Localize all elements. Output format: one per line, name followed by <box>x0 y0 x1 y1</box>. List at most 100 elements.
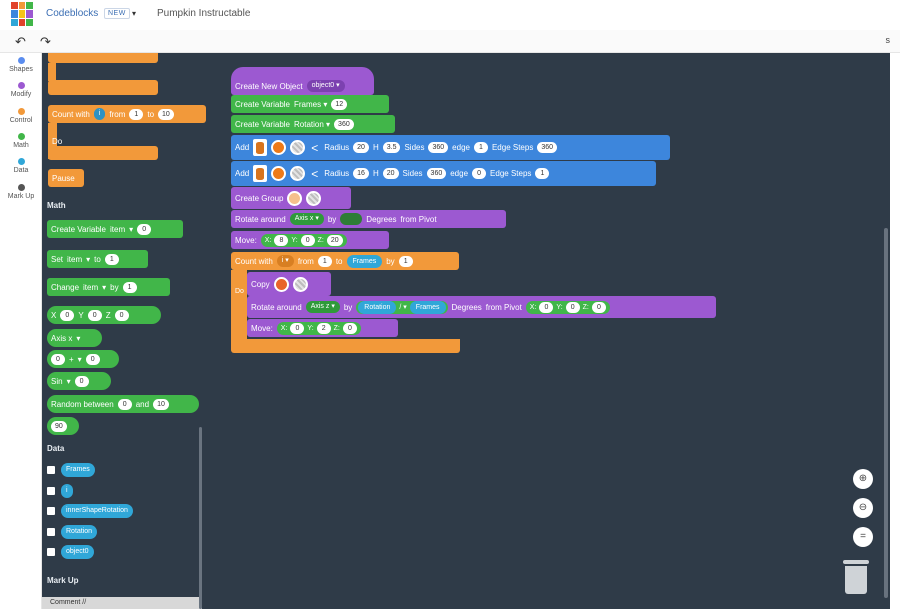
color-swatch[interactable] <box>273 276 289 292</box>
redo-icon[interactable]: ↷ <box>40 34 51 49</box>
number-input[interactable]: 0 <box>51 353 65 365</box>
category-math[interactable]: Math <box>0 133 42 149</box>
palette-set-block[interactable]: Set item▾ to 1 <box>47 250 148 268</box>
edge-steps-input[interactable]: 1 <box>535 168 550 179</box>
object-dropdown[interactable]: object0 ▾ <box>306 80 345 92</box>
color-swatch[interactable] <box>271 140 287 155</box>
var-dropdown[interactable]: Rotation ▾ <box>294 119 331 129</box>
number-input[interactable]: 8 <box>274 234 289 246</box>
sides-input[interactable]: 360 <box>428 142 449 153</box>
number-input[interactable]: 2 <box>316 322 331 334</box>
category-data[interactable]: Data <box>0 158 42 174</box>
number-input[interactable]: 0 <box>117 398 132 410</box>
number-input[interactable]: 10 <box>153 398 169 410</box>
radius-input[interactable]: 20 <box>353 142 369 153</box>
number-input[interactable]: 1 <box>122 281 137 293</box>
cylinder-shape-icon[interactable] <box>253 165 268 182</box>
zoom-out-icon[interactable]: ⊖ <box>853 498 873 518</box>
zoom-reset-icon[interactable]: = <box>853 527 873 547</box>
frames-variable-chip[interactable]: Frames <box>346 254 383 268</box>
copy-block[interactable]: Copy <box>247 272 331 296</box>
palette-sin-block[interactable]: Sin▾ 0 <box>47 372 111 390</box>
add-shape-block-2[interactable]: Add < Radius 16 H 20 Sides 360 edge 0 Ed… <box>231 161 656 186</box>
operator-dropdown[interactable]: + <box>69 354 74 364</box>
codeblocks-title[interactable]: Codeblocks <box>46 8 99 19</box>
data-checkbox[interactable] <box>47 528 55 536</box>
workspace-scrollbar[interactable] <box>884 228 888 598</box>
category-control[interactable]: Control <box>0 108 42 124</box>
sides-input[interactable]: 360 <box>426 168 447 179</box>
empty-value-slot[interactable] <box>340 213 363 225</box>
rotate-around-pivot-block[interactable]: Rotate around Axis z ▾ by Rotation / ▾ F… <box>247 296 716 318</box>
cylinder-shape-icon[interactable] <box>253 139 268 156</box>
number-input[interactable]: 0 <box>290 322 305 334</box>
number-input[interactable]: 0 <box>137 223 152 235</box>
axis-dropdown[interactable]: Axis z ▾ <box>305 301 340 313</box>
number-input[interactable]: 0 <box>60 309 75 321</box>
no-color-swatch[interactable] <box>290 166 306 181</box>
zoom-in-icon[interactable]: ⊕ <box>853 469 873 489</box>
data-variable-frames[interactable]: Frames <box>61 463 95 477</box>
palette-number-block[interactable]: 90 <box>47 417 79 435</box>
number-input[interactable]: 0 <box>85 353 100 365</box>
palette-block-fragment[interactable] <box>48 80 158 95</box>
number-input[interactable]: 0 <box>87 309 102 321</box>
loop-variable-dropdown[interactable]: i ▾ <box>276 255 294 267</box>
number-input[interactable]: 12 <box>331 98 348 110</box>
radius-input[interactable]: 16 <box>353 168 369 179</box>
var-dropdown[interactable]: item <box>67 254 83 264</box>
create-new-object-block[interactable]: Create New Object object0 ▾ <box>231 67 374 95</box>
number-input[interactable]: 0 <box>74 375 89 387</box>
create-variable-rotation-block[interactable]: Create Variable Rotation ▾ 360 <box>231 115 395 133</box>
category-modify[interactable]: Modify <box>0 82 42 98</box>
palette-block-fragment[interactable] <box>48 53 158 63</box>
data-checkbox[interactable] <box>47 548 55 556</box>
data-variable-inner-shape-rotation[interactable]: innerShapeRotation <box>61 504 133 518</box>
number-input[interactable]: 20 <box>326 234 343 246</box>
var-dropdown[interactable]: item <box>110 224 126 234</box>
data-checkbox[interactable] <box>47 507 55 515</box>
division-expression[interactable]: Rotation / ▾ Frames <box>356 300 448 314</box>
axis-dropdown[interactable]: Axis x ▾ <box>289 213 324 225</box>
rotation-variable-chip[interactable]: Rotation <box>358 300 397 314</box>
palette-comment-block[interactable]: Comment // <box>42 597 202 609</box>
edge-steps-input[interactable]: 360 <box>537 142 558 153</box>
add-shape-block-1[interactable]: Add < Radius 20 H 3.5 Sides 360 edge 1 E… <box>231 135 670 160</box>
edge-input[interactable]: 0 <box>472 168 487 179</box>
palette-axis-block[interactable]: Axis x▾ <box>47 329 102 347</box>
move-block[interactable]: Move: X:8 Y:0 Z:20 <box>231 231 389 249</box>
number-input[interactable]: 0 <box>565 301 580 313</box>
number-input[interactable]: 1 <box>398 255 413 267</box>
number-input[interactable]: 90 <box>51 420 67 432</box>
number-input[interactable]: 360 <box>334 118 354 130</box>
tinkercad-logo[interactable] <box>11 2 33 26</box>
height-input[interactable]: 3.5 <box>382 142 401 153</box>
palette-random-block[interactable]: Random between 0 and 10 <box>47 395 199 413</box>
number-input[interactable]: 1 <box>104 253 119 265</box>
data-variable-rotation[interactable]: Rotation <box>61 525 98 539</box>
rotate-around-block[interactable]: Rotate around Axis x ▾ by Degrees from P… <box>231 210 506 228</box>
palette-pause-block[interactable]: Pause <box>48 169 84 187</box>
operator-dropdown[interactable]: / ▾ <box>399 303 407 311</box>
move-block-loop[interactable]: Move: X:0 Y:2 Z:0 <box>247 319 398 337</box>
number-input[interactable]: 0 <box>539 301 554 313</box>
collapse-chevron-icon[interactable]: < <box>311 140 319 155</box>
number-input[interactable]: 0 <box>342 322 357 334</box>
data-variable-object0[interactable]: object0 <box>61 545 94 559</box>
var-dropdown[interactable]: Frames ▾ <box>294 99 328 109</box>
trash-icon[interactable] <box>843 560 869 594</box>
chevron-down-icon[interactable]: ▾ <box>132 9 137 18</box>
data-checkbox[interactable] <box>47 487 55 495</box>
palette-block-fragment[interactable] <box>48 146 158 160</box>
number-input[interactable]: 1 <box>129 108 144 120</box>
palette-count-with-block[interactable]: Count with i from 1 to 10 <box>48 105 206 123</box>
number-input[interactable]: 10 <box>158 108 174 120</box>
no-color-swatch[interactable] <box>306 190 322 206</box>
group-color-swatch[interactable] <box>287 190 303 206</box>
no-color-swatch[interactable] <box>290 140 306 155</box>
xyz-value-block[interactable]: X:8 Y:0 Z:20 <box>260 233 347 247</box>
axis-dropdown[interactable]: Axis x <box>51 333 73 343</box>
category-markup[interactable]: Mark Up <box>0 184 42 200</box>
number-input[interactable]: 1 <box>317 255 332 267</box>
palette-scrollbar[interactable] <box>199 427 202 609</box>
